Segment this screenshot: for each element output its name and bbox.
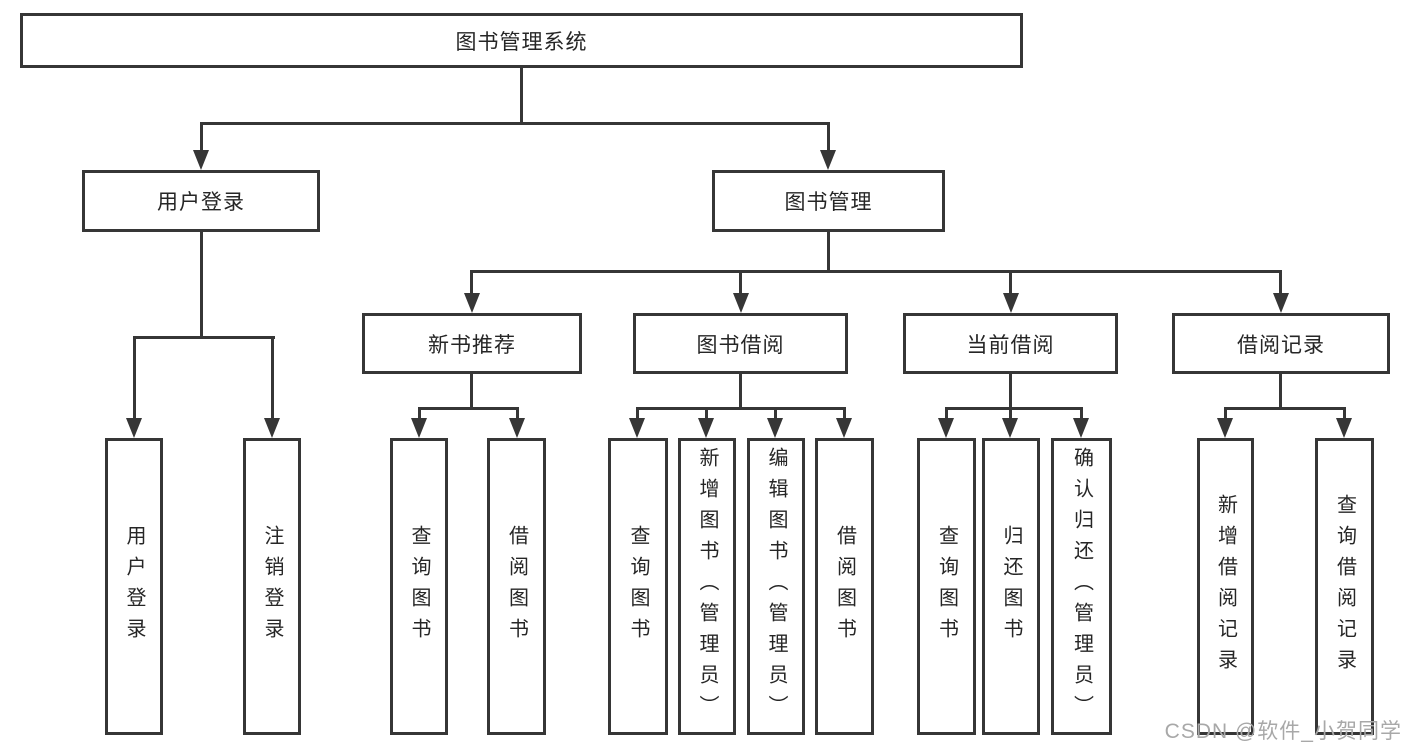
leaf-borrow-query-books: 查询图书	[608, 438, 668, 735]
connector-line	[945, 407, 1083, 410]
connector-line	[827, 232, 830, 270]
node-book-borrow: 图书借阅	[633, 313, 848, 374]
arrow-down-icon	[1273, 293, 1289, 313]
connector-line	[200, 122, 830, 125]
leaf-add-borrow-record: 新增借阅记录	[1197, 438, 1254, 735]
node-label: 用户登录	[123, 524, 145, 649]
leaf-logout: 注销登录	[243, 438, 301, 735]
node-label: 图书借阅	[696, 333, 785, 357]
arrow-down-icon	[820, 150, 836, 170]
node-label: 图书管理系统	[455, 30, 588, 54]
connector-line	[1279, 270, 1282, 295]
leaf-confirm-return-admin: 确认归还（管理员）	[1051, 438, 1112, 735]
node-label: 新书推荐	[428, 333, 516, 357]
arrow-down-icon	[1336, 418, 1352, 438]
leaf-return-book: 归还图书	[982, 438, 1040, 735]
node-borrow-records: 借阅记录	[1172, 313, 1390, 374]
node-label: 借阅图书	[833, 524, 856, 649]
connector-line	[200, 232, 203, 336]
connector-line	[1080, 407, 1083, 420]
connector-line	[133, 336, 275, 339]
node-label: 查询图书	[627, 524, 649, 649]
arrow-down-icon	[264, 418, 280, 438]
connector-line	[418, 407, 421, 420]
node-label: 归还图书	[1000, 524, 1022, 649]
arrow-down-icon	[733, 293, 749, 313]
node-label: 当前借阅	[966, 333, 1055, 357]
leaf-recommend-borrow-books: 借阅图书	[487, 438, 546, 735]
arrow-down-icon	[193, 150, 209, 170]
connector-line	[1224, 407, 1227, 420]
connector-line	[945, 407, 948, 420]
arrow-down-icon	[126, 418, 142, 438]
arrow-down-icon	[698, 418, 714, 438]
arrow-down-icon	[1003, 293, 1019, 313]
connector-line	[739, 270, 742, 295]
connector-line	[1009, 374, 1012, 407]
node-book-management: 图书管理	[712, 170, 945, 232]
node-current-borrow: 当前借阅	[903, 313, 1118, 374]
leaf-recommend-query-books: 查询图书	[390, 438, 448, 735]
leaf-add-book-admin: 新增图书（管理员）	[678, 438, 736, 735]
arrow-down-icon	[629, 418, 645, 438]
connector-line	[516, 407, 519, 420]
watermark: CSDN @软件_小贺同学	[1164, 720, 1402, 743]
connector-line	[1279, 374, 1282, 407]
connector-line	[636, 407, 846, 410]
arrow-down-icon	[1002, 418, 1018, 438]
connector-line	[470, 374, 473, 407]
arrow-down-icon	[411, 418, 427, 438]
arrow-down-icon	[464, 293, 480, 313]
connector-line	[418, 407, 519, 410]
connector-line	[470, 270, 473, 295]
arrow-down-icon	[1073, 418, 1089, 438]
connector-line	[1343, 407, 1346, 420]
leaf-query-borrow-record: 查询借阅记录	[1315, 438, 1374, 735]
leaf-user-login: 用户登录	[105, 438, 163, 735]
node-label: 图书管理	[784, 191, 873, 214]
node-label: 新增图书（管理员）	[696, 447, 718, 726]
arrow-down-icon	[836, 418, 852, 438]
leaf-current-query-books: 查询图书	[917, 438, 976, 735]
node-user-login: 用户登录	[82, 170, 320, 232]
node-label: 查询图书	[935, 524, 958, 649]
connector-line	[739, 374, 742, 407]
node-label: 用户登录	[157, 191, 245, 214]
node-label: 查询图书	[408, 524, 430, 649]
connector-line	[200, 122, 203, 152]
connector-line	[774, 407, 777, 420]
connector-line	[827, 122, 830, 152]
node-new-book-recommend: 新书推荐	[362, 313, 582, 374]
connector-line	[133, 336, 136, 420]
node-library-system: 图书管理系统	[20, 13, 1023, 68]
arrow-down-icon	[509, 418, 525, 438]
leaf-borrow-borrow-books: 借阅图书	[815, 438, 874, 735]
connector-line	[1224, 407, 1346, 410]
connector-line	[1009, 407, 1012, 420]
connector-line	[520, 68, 523, 122]
arrow-down-icon	[1217, 418, 1233, 438]
node-label: 确认归还（管理员）	[1070, 447, 1093, 726]
connector-line	[470, 270, 1282, 273]
arrow-down-icon	[767, 418, 783, 438]
node-label: 借阅图书	[505, 524, 528, 649]
node-label: 新增借阅记录	[1214, 493, 1237, 680]
connector-line	[271, 336, 274, 420]
arrow-down-icon	[938, 418, 954, 438]
connector-line	[1009, 270, 1012, 295]
connector-line	[636, 407, 639, 420]
node-label: 注销登录	[261, 524, 283, 649]
connector-line	[843, 407, 846, 420]
node-label: 编辑图书（管理员）	[765, 447, 787, 726]
leaf-edit-book-admin: 编辑图书（管理员）	[747, 438, 805, 735]
connector-line	[705, 407, 708, 420]
node-label: 借阅记录	[1237, 333, 1325, 357]
node-label: 查询借阅记录	[1333, 493, 1356, 680]
